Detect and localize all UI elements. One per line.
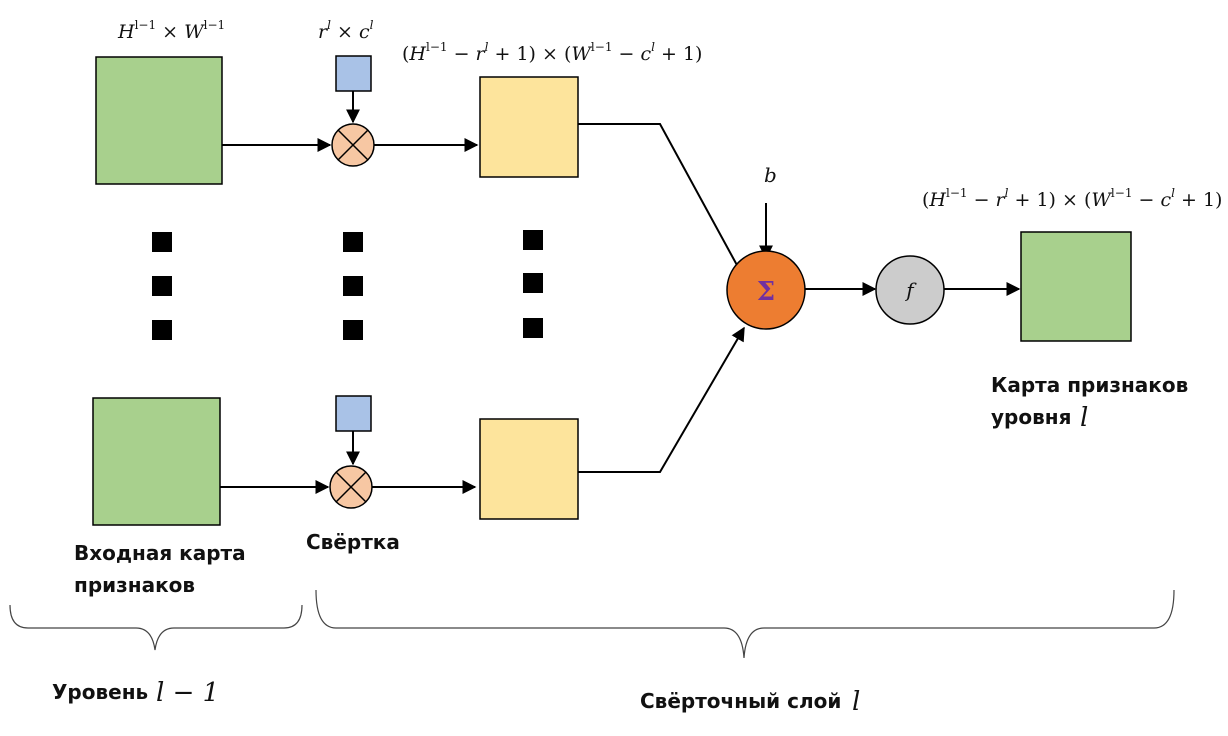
output-size-label: (Hl−1 − rl + 1) × (Wl−1 − cl + 1): [922, 186, 1222, 211]
input-feature-map-top: [95, 56, 223, 185]
arrow-conv-top-to-sum: [578, 123, 745, 280]
output-map-label-line1: Карта признаков: [991, 373, 1188, 397]
arrow-conv-bottom-to-sum: [578, 326, 745, 473]
sum-symbol: Σ: [757, 277, 775, 307]
conv-size-label: (Hl−1 − rl + 1) × (Wl−1 − cl + 1): [402, 40, 702, 65]
convolution-label: Свёртка: [306, 530, 400, 554]
multiply-operator-top: [331, 123, 375, 167]
kernel-top: [335, 55, 372, 92]
output-map-label-line2: уровня: [991, 405, 1071, 429]
output-map-level-var: l: [1080, 403, 1088, 433]
input-map-label-line2: признаков: [74, 573, 195, 597]
previous-level-label: Уровень: [52, 680, 148, 704]
input-feature-map-bottom: [92, 397, 221, 526]
conv-result-top: [479, 76, 579, 178]
previous-level-var: l − 1: [156, 678, 219, 708]
ellipsis-dots: [152, 230, 543, 340]
brace-previous-level: [9, 604, 303, 651]
conv-layer-var: l: [852, 687, 860, 717]
input-map-label-line1: Входная карта: [74, 541, 246, 565]
output-feature-map: [1020, 231, 1132, 342]
brace-conv-layer: [315, 589, 1175, 659]
kernel-bottom: [335, 395, 372, 432]
conv-result-bottom: [479, 418, 579, 520]
multiply-operator-bottom: [329, 465, 373, 509]
bias-label: b: [764, 163, 777, 187]
input-size-label: Hl−1 × Wl−1: [117, 18, 225, 43]
kernel-size-label: rl × cl: [318, 18, 374, 43]
conv-layer-label: Свёрточный слой: [640, 689, 841, 713]
